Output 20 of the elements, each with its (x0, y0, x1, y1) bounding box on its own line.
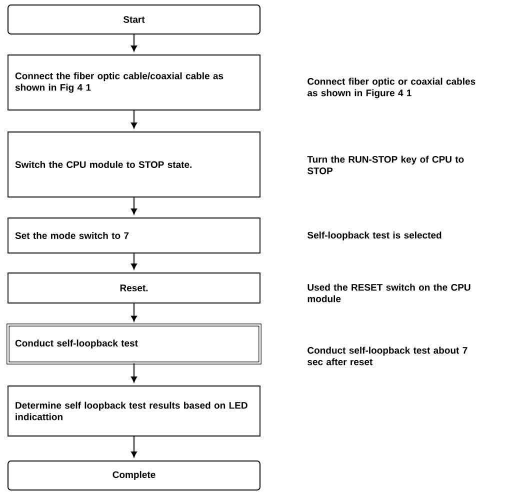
process-box: Connect the fiber optic cable/coaxial cable as shown in Fig 4 1 (8, 54, 260, 110)
terminal-box: Complete (8, 460, 260, 490)
process-box: Reset. (8, 272, 260, 304)
terminal-box: Start (8, 4, 260, 34)
side-note: Used the RESET switch on the CPU module (308, 284, 470, 302)
arrow (131, 110, 137, 128)
side-note: Turn the RUN-STOP key of CPU to STOP (307, 156, 464, 174)
process-box: Determine self loopback test results based on LED indicattion (8, 386, 260, 436)
arrow (131, 436, 137, 458)
arrow (131, 196, 137, 214)
side-note: Self-loopback test is selected (307, 232, 442, 240)
arrow (131, 34, 137, 52)
arrow (131, 252, 137, 270)
arrow (131, 362, 137, 382)
process-box: Conduct self-loopback test (6, 324, 262, 364)
side-note: Conduct self-loopback test about 7 sec after reset (308, 346, 468, 366)
process-box: Set the mode switch to 7 (8, 218, 260, 254)
process-box: Switch the CPU module to STOP state. (8, 132, 260, 198)
side-note: Connect fiber optic or coaxial cables as shown in Figure 4 1 (307, 78, 476, 98)
arrow (131, 302, 137, 322)
